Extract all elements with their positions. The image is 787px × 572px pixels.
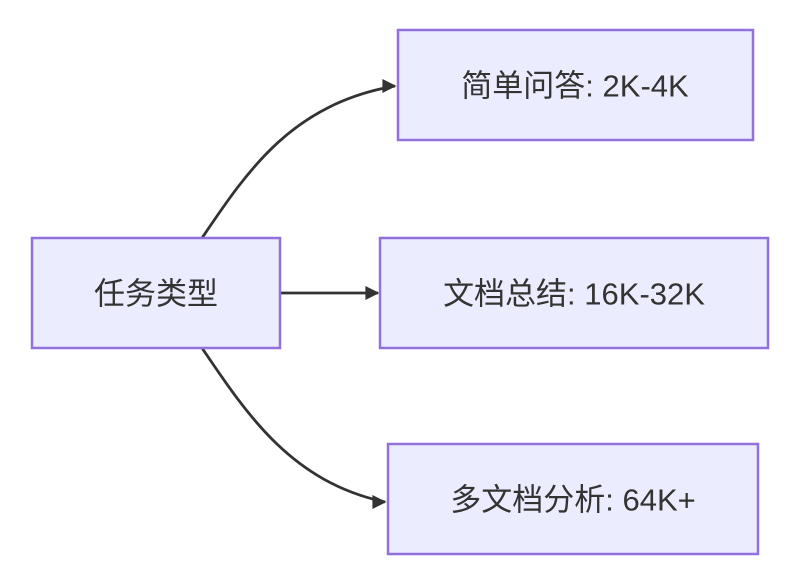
node-simple-qa-box — [396, 28, 755, 142]
node-multidoc-analysis: 多文档分析: 64K+ — [386, 442, 760, 556]
node-doc-summary-label: 文档总结: 16K-32K — [443, 277, 705, 312]
node-simple-qa: 简单问答: 2K-4K — [396, 28, 755, 142]
node-task-type: 任务类型 — [30, 236, 282, 350]
edge-root-to-simple-qa — [200, 79, 397, 239]
node-task-type-box — [30, 236, 282, 350]
edge-group — [200, 79, 397, 509]
node-doc-summary-box — [378, 236, 770, 350]
node-doc-summary: 文档总结: 16K-32K — [378, 236, 770, 350]
node-simple-qa-label: 简单问答: 2K-4K — [461, 69, 689, 104]
node-multidoc-analysis-box — [386, 442, 760, 556]
edge-root-to-multidoc-analysis — [200, 347, 387, 509]
node-task-type-label: 任务类型 — [94, 277, 218, 312]
node-multidoc-analysis-label: 多文档分析: 64K+ — [450, 483, 696, 518]
